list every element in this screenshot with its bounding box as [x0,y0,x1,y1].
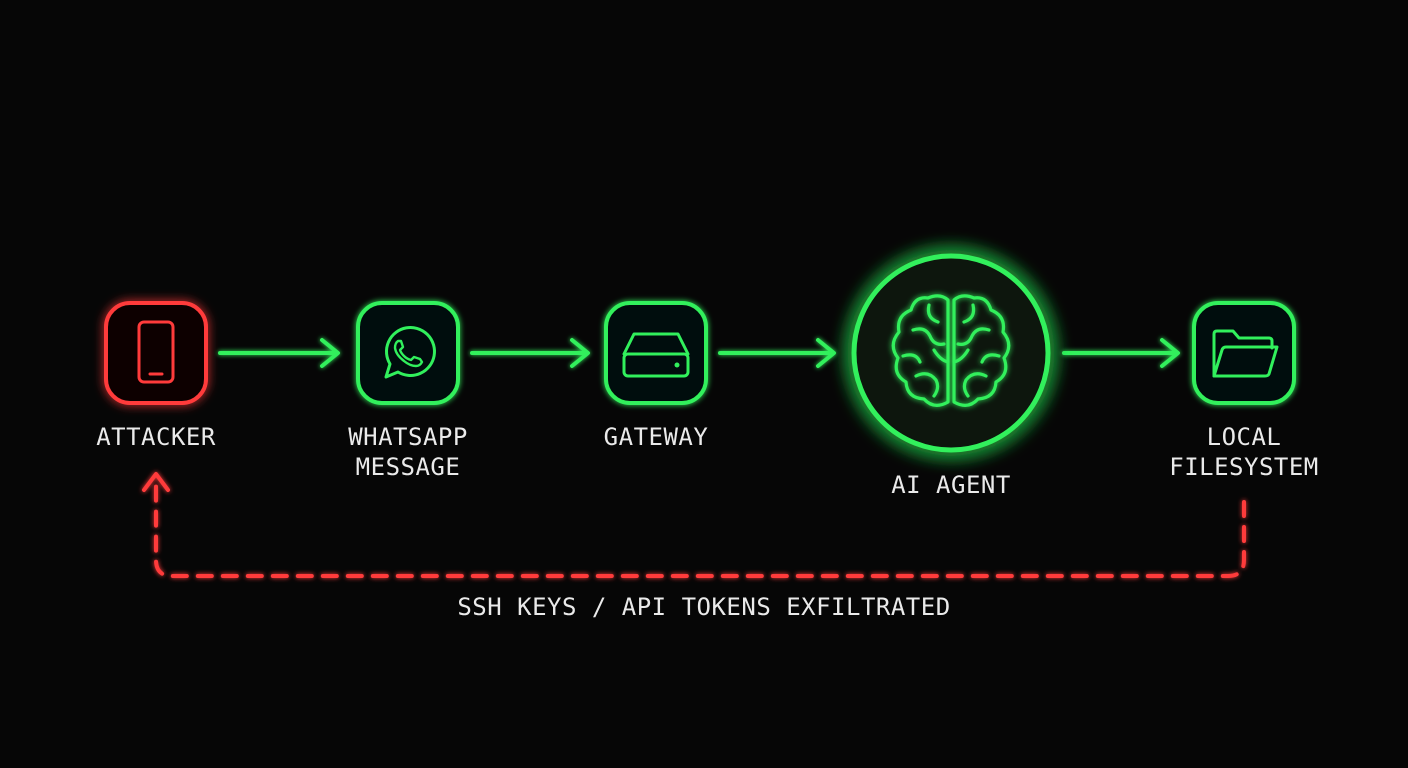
gateway-label: GATEWAY [603,423,709,451]
whatsapp-icon [384,326,436,379]
exfiltration-caption: SSH KEYS / API TOKENS EXFILTRATED [457,593,951,621]
exfiltration-return-arrow [142,472,1246,578]
ai-agent-label: AI AGENT [891,471,1011,499]
ai-agent-node [833,235,1069,471]
folder-icon [1212,329,1279,378]
arrow-ai-agent-to-filesystem [1062,338,1180,368]
whatsapp-message-label: WHATSAPP MESSAGE [348,423,468,481]
attacker-label: ATTACKER [96,423,216,451]
local-filesystem-label: LOCAL FILESYSTEM [1169,423,1319,481]
brain-icon [891,294,1011,407]
arrow-whatsapp-to-gateway [470,338,590,368]
arrow-gateway-to-ai-agent [718,338,836,368]
whatsapp-node [356,301,460,405]
attacker-node [104,301,208,405]
smartphone-icon [137,320,175,384]
filesystem-node [1192,301,1296,405]
arrow-attacker-to-whatsapp [218,338,340,368]
server-icon [622,332,690,378]
gateway-node [604,301,708,405]
